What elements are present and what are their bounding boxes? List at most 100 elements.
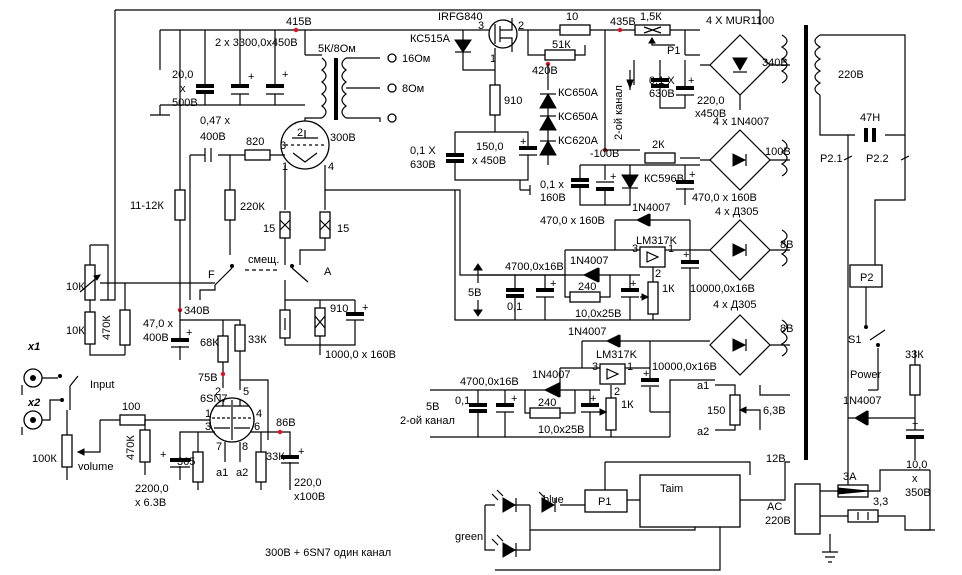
schematic-title: 300B + 6SN7 один канал	[265, 547, 391, 559]
reg-lm317-b	[599, 363, 626, 385]
pot-volume[interactable]	[61, 434, 73, 468]
label-d1n4007b: 1N4007	[570, 255, 609, 267]
label-s1[interactable]: S1	[848, 334, 861, 346]
label-c220: 220,0	[697, 95, 725, 107]
label-a2b: a2	[236, 467, 248, 479]
svg-text:+: +	[689, 169, 695, 181]
label-green: green	[455, 531, 483, 543]
pot-1k-a[interactable]	[647, 281, 659, 315]
mosfet-irfg840	[488, 18, 518, 52]
label-86: 86В	[276, 417, 296, 429]
label-820: 820	[246, 136, 264, 148]
label-6sn7: 6SN7	[200, 393, 228, 405]
label-c01cv: 160В	[540, 192, 566, 204]
label-p21: P2.1	[820, 153, 843, 165]
label-c150: 150,0	[476, 141, 504, 153]
label-c10c: 10,0	[906, 459, 927, 471]
res-10k	[84, 311, 96, 345]
svg-text:+: +	[160, 449, 166, 461]
relay-p1-box	[584, 489, 628, 513]
pot-1k-b[interactable]	[605, 397, 617, 431]
pin6-2: 2	[215, 386, 221, 398]
label-bridge2: 4 x 1N4007	[713, 116, 769, 128]
label-100v: 100В	[765, 146, 791, 158]
pin6-3: 3	[205, 421, 211, 433]
pin6-6: 6	[254, 421, 260, 433]
res-33k	[234, 324, 246, 352]
label-10: 10	[566, 11, 578, 23]
pin-m3: 3	[478, 20, 484, 32]
label-415: 415В	[286, 16, 312, 28]
label-240a: 240	[578, 281, 596, 293]
label-16om: 16Ом	[402, 53, 430, 65]
svg-text:+: +	[550, 278, 556, 290]
label-c047v: 400В	[200, 131, 226, 143]
label-m100: -100В	[590, 148, 619, 160]
pot-150[interactable]	[729, 394, 741, 426]
pin-lm-a3: 3	[632, 243, 638, 255]
svg-text:+: +	[643, 368, 649, 380]
label-12v: 12В	[766, 453, 786, 465]
label-lm317a: LM317K	[636, 235, 678, 247]
label-bridge3: 4 x Д305	[715, 206, 759, 218]
label-c01d-b: 0,1	[455, 395, 470, 407]
label-c01b: 0,1 X	[410, 145, 436, 157]
label-2ch-b: 2-ой канал	[400, 415, 455, 427]
label-63v: 6,3В	[763, 405, 786, 417]
res-33k-c	[909, 364, 921, 396]
label-irfg840: IRFG840	[438, 11, 483, 23]
label-a: A	[324, 266, 332, 278]
pot-10k[interactable]	[84, 264, 96, 301]
label-c10a: 10,0x25В	[575, 308, 621, 320]
label-1-5k: 1,5К	[640, 11, 662, 23]
label-c01c: 0,1 x	[540, 179, 564, 191]
label-470k: 470К	[101, 315, 113, 340]
label-power[interactable]: Power	[850, 369, 882, 381]
label-c01bv: 630В	[410, 159, 436, 171]
res-365	[192, 451, 204, 483]
label-c10000a: 10000,0x16В	[690, 283, 755, 295]
label-c01d-a: 0,1	[507, 301, 522, 313]
cap-3300-a: +	[231, 70, 254, 105]
label-c220v: x450В	[695, 108, 726, 120]
label-10kb: 10К	[66, 325, 85, 337]
pin-m2: 2	[518, 20, 524, 32]
label-100k: 100К	[32, 453, 57, 465]
label-3-3: 3,3	[873, 496, 888, 508]
label-spk: 5К/8Ом	[318, 43, 356, 55]
terminal-8[interactable]	[387, 83, 397, 93]
label-p2: P2	[860, 272, 873, 284]
ht-rail	[100, 9, 761, 301]
terminal-0[interactable]	[387, 113, 397, 123]
pin-m1: 1	[490, 53, 496, 65]
res-10	[559, 24, 591, 36]
label-c220b: 220,0	[294, 477, 322, 489]
res-220k	[224, 189, 236, 221]
label-c2200v: x 6.3В	[135, 497, 166, 509]
pin6-5: 5	[243, 386, 249, 398]
terminal-16[interactable]	[387, 53, 397, 63]
label-f: F	[208, 269, 215, 281]
res-51k	[544, 49, 576, 61]
res-100	[119, 414, 146, 426]
label-bridge4: 4 x Д305	[713, 299, 757, 311]
pin6-4: 4	[256, 408, 262, 420]
label-340: 340В	[184, 305, 210, 317]
pin-2: 2	[297, 127, 303, 139]
res-11-12k	[174, 189, 186, 221]
label-c10b: 10,0x25В	[538, 424, 584, 436]
ac-socket	[794, 483, 821, 535]
label-10k: 10К	[66, 281, 85, 293]
label-c2200: 2200,0	[135, 483, 169, 495]
label-input: Input	[90, 379, 114, 391]
bridge-1n4007	[700, 129, 790, 191]
label-kc650b: КС650А	[558, 111, 599, 123]
tube-300b	[280, 120, 330, 170]
label-x2: x2	[27, 397, 40, 409]
pin6-1: 1	[205, 408, 211, 420]
cap-3300-b: +	[266, 69, 288, 105]
label-a2: a2	[697, 426, 709, 438]
label-33kb: 33К	[266, 451, 285, 463]
svg-text:+: +	[282, 69, 288, 81]
